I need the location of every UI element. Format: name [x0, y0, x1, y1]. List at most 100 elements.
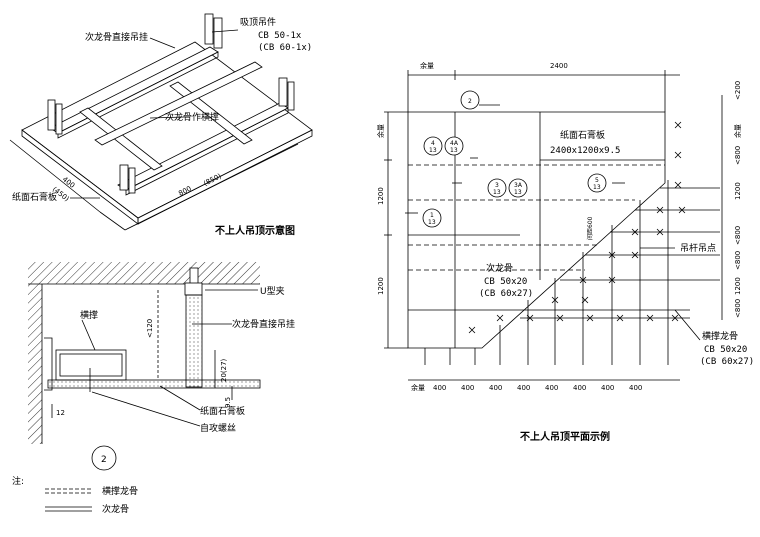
plan-bottom-dim-label: 400 [489, 384, 502, 392]
hanger-point-mark [586, 314, 594, 322]
iso-label-hanger-cb2: (CB 60-1x) [258, 43, 312, 53]
plan-bottom-dim-label: 400 [629, 384, 642, 392]
plan-bottom-dim-label: 400 [517, 384, 530, 392]
plan-label-board-size: 2400x1200x9.5 [550, 146, 620, 156]
plan-bottom-dim-label: 400 [545, 384, 558, 392]
hanger-point-mark [551, 296, 559, 304]
plan-bottom-dim-label: 400 [461, 384, 474, 392]
plan-label-secondary: 次龙骨 [486, 262, 513, 274]
plan-marker-1: 1 [430, 212, 434, 219]
hanger-point-mark [646, 314, 654, 322]
iso-caption: 不上人吊顶示意图 [215, 224, 295, 237]
hanger-point-mark [616, 314, 624, 322]
plan-marker-4-sheet: 13 [429, 147, 437, 154]
plan-label-spacing: 间距600 [586, 216, 594, 240]
plan-label-board: 纸面石膏板 [560, 129, 605, 141]
hanger-point-mark [656, 228, 664, 236]
plan-label-brace-cb2: (CB 60x27) [700, 357, 754, 367]
iso-label-board: 纸面石膏板 [12, 191, 57, 203]
section-label-secondary-hanger: 次龙骨直接吊挂 [232, 318, 295, 330]
plan-detail-marker-4 [423, 136, 443, 156]
hanger-point-mark [656, 206, 664, 214]
section-label-board: 纸面石膏板 [200, 405, 245, 417]
legend-lines [45, 488, 92, 512]
section-dim-20: 20(27) [220, 358, 228, 382]
plan-marker-1-sheet: 13 [428, 219, 436, 226]
plan-right-dim-label: <200 [734, 81, 742, 100]
section-dim-95: 9.5 [224, 397, 232, 408]
iso-label-secondary-hanger: 次龙骨直接吊挂 [85, 31, 148, 43]
plan-hanger-points [468, 121, 686, 334]
plan-marker-3a: 3A [514, 182, 523, 189]
plan-marker-3a-sheet: 13 [514, 189, 522, 196]
section-label-brace: 横撑 [80, 309, 98, 321]
hanger-point-mark [674, 181, 682, 189]
hanger-point-mark [579, 276, 587, 284]
iso-label-hanger: 吸顶吊件 [240, 16, 276, 28]
section-label-screw: 自攻螺丝 [200, 422, 236, 434]
plan-marker-4: 4 [431, 140, 435, 147]
plan-marker-4a: 4A [450, 140, 459, 147]
plan-right-dim-label: <800 [734, 251, 742, 270]
plan-label-brace-cb: CB 50x20 [704, 345, 747, 355]
plan-marker-3-sheet: 13 [493, 189, 501, 196]
plan-right-dim-label: <800 [734, 146, 742, 165]
hanger-point-mark [581, 296, 589, 304]
plan-caption: 不上人吊顶平面示例 [520, 430, 610, 443]
plan-dim-top-2400: 2400 [550, 62, 568, 70]
plan-dim-left-margin: 余量 [376, 124, 385, 138]
plan-dim-bottom-margin: 余量 [411, 383, 425, 392]
hanger-point-mark [631, 251, 639, 259]
plan-marker-3: 3 [495, 182, 499, 189]
legend-item-secondary: 次龙骨 [102, 503, 129, 515]
plan-marker-2: 2 [468, 98, 472, 105]
plan-bottom-dim-label: 400 [433, 384, 446, 392]
iso-label-brace: 次龙骨作横撑 [165, 111, 219, 123]
iso-label-hanger-cb: CB 50-1x [258, 31, 302, 41]
legend-note: 注: [12, 475, 24, 487]
hanger-point-mark [608, 276, 616, 284]
plan-right-dim-label: <800 [734, 226, 742, 245]
hanger-point-mark [631, 228, 639, 236]
section-dim-120: <120 [146, 319, 154, 338]
hanger-point-mark [674, 151, 682, 159]
iso-brace-1 [79, 107, 163, 171]
plan-label-hanger-point: 吊杆吊点 [680, 242, 716, 254]
plan-right-dim-label: <800 [734, 299, 742, 318]
hanger-point-mark [608, 251, 616, 259]
hanger-point-mark [526, 314, 534, 322]
plan-bottom-dimensions: 400 400 400 400 400 400 400 400 [433, 384, 642, 392]
plan-section-marker-2 [460, 90, 480, 110]
hanger-point-mark [671, 314, 679, 322]
plan-label-secondary-cb2: (CB 60x27) [479, 289, 533, 299]
plan-view [384, 70, 723, 381]
plan-label-secondary-cb: CB 50x20 [484, 277, 527, 287]
legend-item-brace: 横撑龙骨 [102, 485, 138, 497]
plan-dim-left-1200b: 1200 [377, 277, 385, 295]
plan-marker-5-sheet: 13 [593, 184, 601, 191]
plan-dim-top-margin: 余量 [420, 61, 434, 70]
section-detail-marker [91, 445, 117, 471]
plan-detail-marker-1 [422, 208, 442, 228]
plan-label-brace: 横撑龙骨 [702, 330, 738, 342]
hanger-point-mark [468, 326, 476, 334]
hanger-point-mark [674, 121, 682, 129]
isometric-view [9, 13, 313, 231]
section-view [28, 262, 261, 471]
plan-detail-marker-3 [487, 178, 507, 198]
plan-detail-marker-3a [508, 178, 528, 198]
plan-detail-marker-5 [587, 173, 607, 193]
plan-board-outline [407, 111, 666, 349]
section-label-u-clip: U型夹 [260, 285, 285, 297]
plan-bottom-dim-label: 400 [573, 384, 586, 392]
plan-marker-4a-sheet: 13 [450, 147, 458, 154]
plan-marker-5: 5 [595, 177, 599, 184]
plan-bottom-dim-label: 400 [601, 384, 614, 392]
plan-detail-marker-4a [444, 136, 464, 156]
hanger-point-mark [556, 314, 564, 322]
hanger-point-mark [496, 314, 504, 322]
plan-right-dim-label: 1200 [734, 182, 742, 200]
plan-right-dim-label: 余量 [733, 124, 742, 138]
